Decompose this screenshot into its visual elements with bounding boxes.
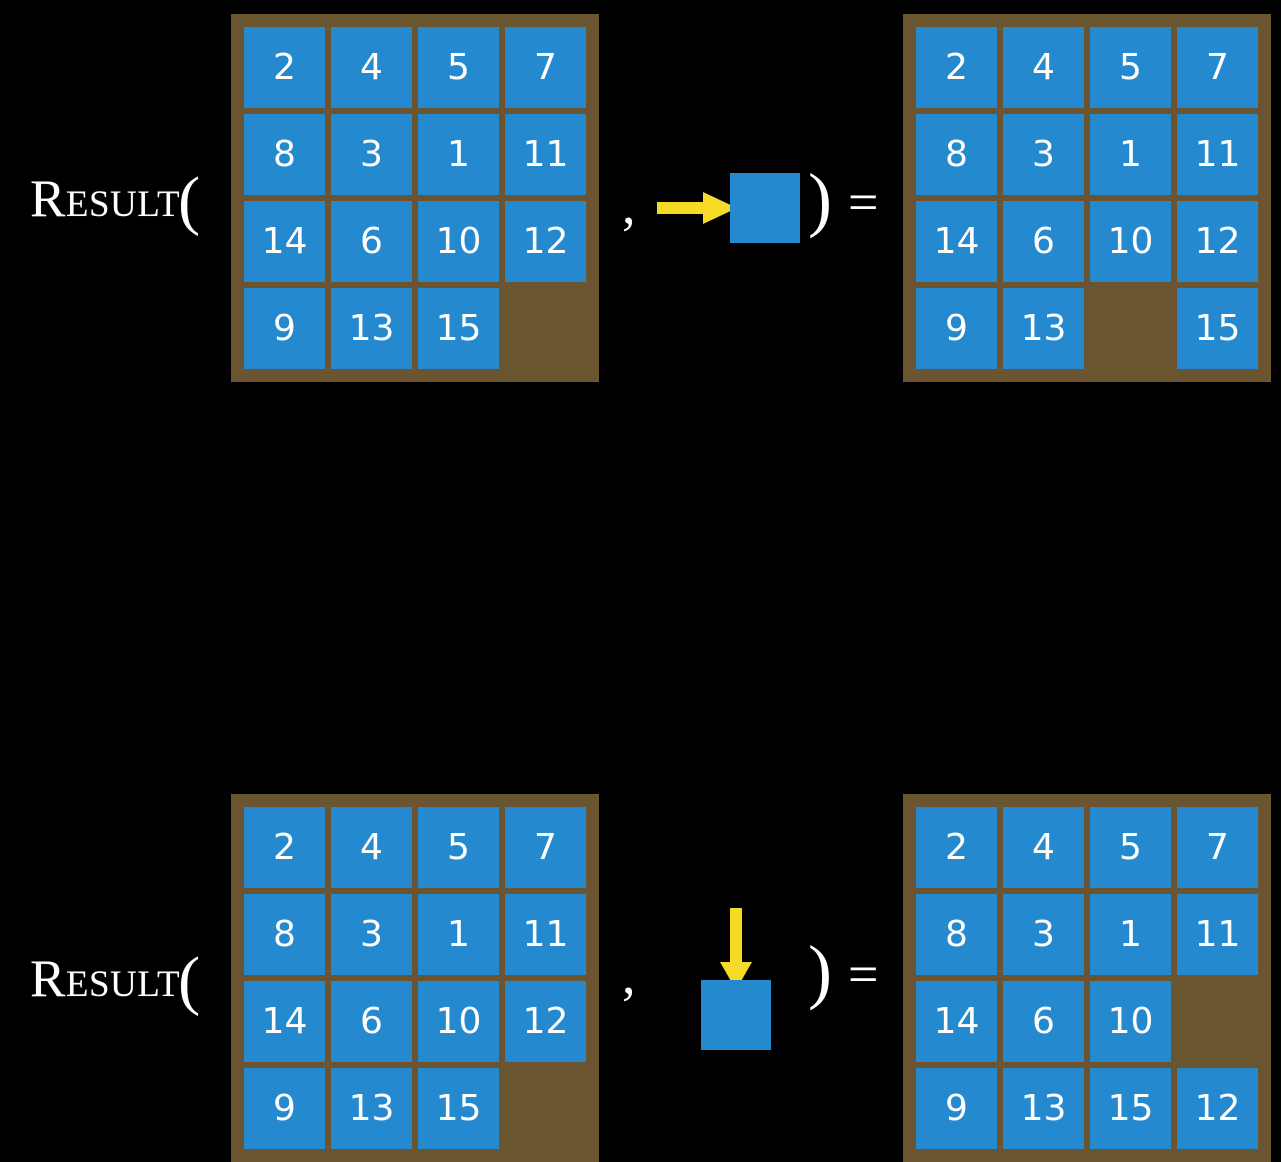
puzzle-tile[interactable]: 6 — [1003, 201, 1084, 282]
puzzle-tile[interactable]: 4 — [331, 27, 412, 108]
arrow-right-icon — [657, 192, 737, 224]
empty-slot — [1177, 981, 1258, 1062]
puzzle-tile[interactable]: 9 — [916, 1068, 997, 1149]
equals-sign: = — [848, 944, 879, 1004]
empty-slot — [505, 288, 586, 369]
puzzle-tile[interactable]: 13 — [1003, 1068, 1084, 1149]
puzzle-tile[interactable]: 3 — [331, 114, 412, 195]
puzzle-tile[interactable]: 5 — [1090, 27, 1171, 108]
puzzle-tile[interactable]: 1 — [1090, 894, 1171, 975]
puzzle-tile[interactable]: 12 — [505, 981, 586, 1062]
puzzle-tile[interactable]: 10 — [1090, 201, 1171, 282]
puzzle-tile[interactable]: 9 — [916, 288, 997, 369]
puzzle-tile[interactable]: 2 — [916, 807, 997, 888]
puzzle-tile[interactable]: 10 — [1090, 981, 1171, 1062]
empty-slot — [505, 1068, 586, 1149]
puzzle-tile[interactable]: 11 — [505, 894, 586, 975]
puzzle-tile[interactable]: 9 — [244, 288, 325, 369]
puzzle-tile[interactable]: 3 — [1003, 114, 1084, 195]
puzzle-tile[interactable]: 8 — [244, 114, 325, 195]
result-close-paren: ) — [808, 931, 832, 1011]
puzzle-tile[interactable]: 12 — [1177, 201, 1258, 282]
puzzle-tile[interactable]: 5 — [418, 27, 499, 108]
move-operand-right: , ) = — [600, 0, 900, 390]
argument-separator-comma: , — [622, 175, 636, 235]
result-function-label: Result( — [30, 168, 201, 234]
puzzle-tile[interactable]: 11 — [505, 114, 586, 195]
puzzle-tile[interactable]: 15 — [1090, 1068, 1171, 1149]
empty-slot — [1090, 288, 1171, 369]
puzzle-tile[interactable]: 5 — [418, 807, 499, 888]
move-tile-square — [730, 173, 800, 243]
puzzle-tile[interactable]: 14 — [916, 981, 997, 1062]
puzzle-tile[interactable]: 15 — [418, 1068, 499, 1149]
puzzle-tile[interactable]: 6 — [1003, 981, 1084, 1062]
puzzle-tile[interactable]: 5 — [1090, 807, 1171, 888]
equals-sign: = — [848, 172, 879, 232]
puzzle-tile[interactable]: 13 — [331, 1068, 412, 1149]
puzzle-tile[interactable]: 10 — [418, 201, 499, 282]
move-tile-square — [701, 980, 771, 1050]
puzzle-tile[interactable]: 15 — [418, 288, 499, 369]
puzzle-tile[interactable]: 7 — [505, 807, 586, 888]
puzzle-tile[interactable]: 3 — [331, 894, 412, 975]
result-function-label: Result( — [30, 948, 201, 1014]
puzzle-tile[interactable]: 13 — [331, 288, 412, 369]
puzzle-tile[interactable]: 13 — [1003, 288, 1084, 369]
puzzle-tile[interactable]: 1 — [418, 114, 499, 195]
puzzle-tile[interactable]: 2 — [244, 807, 325, 888]
puzzle-tile[interactable]: 6 — [331, 981, 412, 1062]
result-label-text: Result — [30, 170, 181, 228]
puzzle-tile[interactable]: 14 — [244, 981, 325, 1062]
puzzle-tile[interactable]: 2 — [244, 27, 325, 108]
result-open-paren: ( — [178, 164, 201, 237]
puzzle-tile[interactable]: 7 — [1177, 807, 1258, 888]
puzzle-tile[interactable]: 14 — [244, 201, 325, 282]
puzzle-tile[interactable]: 14 — [916, 201, 997, 282]
puzzle-tile[interactable]: 10 — [418, 981, 499, 1062]
puzzle-tile[interactable]: 8 — [244, 894, 325, 975]
arrow-down-icon — [720, 908, 752, 990]
puzzle-tile[interactable]: 8 — [916, 894, 997, 975]
puzzle-tile[interactable]: 1 — [1090, 114, 1171, 195]
argument-separator-comma: , — [622, 945, 636, 1005]
puzzle-tile[interactable]: 7 — [505, 27, 586, 108]
puzzle-tile[interactable]: 12 — [505, 201, 586, 282]
puzzle-tile[interactable]: 2 — [916, 27, 997, 108]
puzzle-tile[interactable]: 8 — [916, 114, 997, 195]
puzzle-tile[interactable]: 9 — [244, 1068, 325, 1149]
puzzle-tile[interactable]: 3 — [1003, 894, 1084, 975]
puzzle-tile[interactable]: 7 — [1177, 27, 1258, 108]
puzzle-tile[interactable]: 15 — [1177, 288, 1258, 369]
result-label-text: Result — [30, 950, 181, 1008]
puzzle-tile[interactable]: 4 — [1003, 27, 1084, 108]
puzzle-tile[interactable]: 1 — [418, 894, 499, 975]
puzzle-tile[interactable]: 11 — [1177, 894, 1258, 975]
puzzle-tile[interactable]: 6 — [331, 201, 412, 282]
puzzle-tile[interactable]: 12 — [1177, 1068, 1258, 1149]
move-operand-down: , ) = — [600, 390, 900, 1050]
puzzle-tile[interactable]: 11 — [1177, 114, 1258, 195]
result-open-paren: ( — [178, 944, 201, 1017]
result-close-paren: ) — [808, 159, 832, 239]
puzzle-tile[interactable]: 4 — [331, 807, 412, 888]
puzzle-tile[interactable]: 4 — [1003, 807, 1084, 888]
